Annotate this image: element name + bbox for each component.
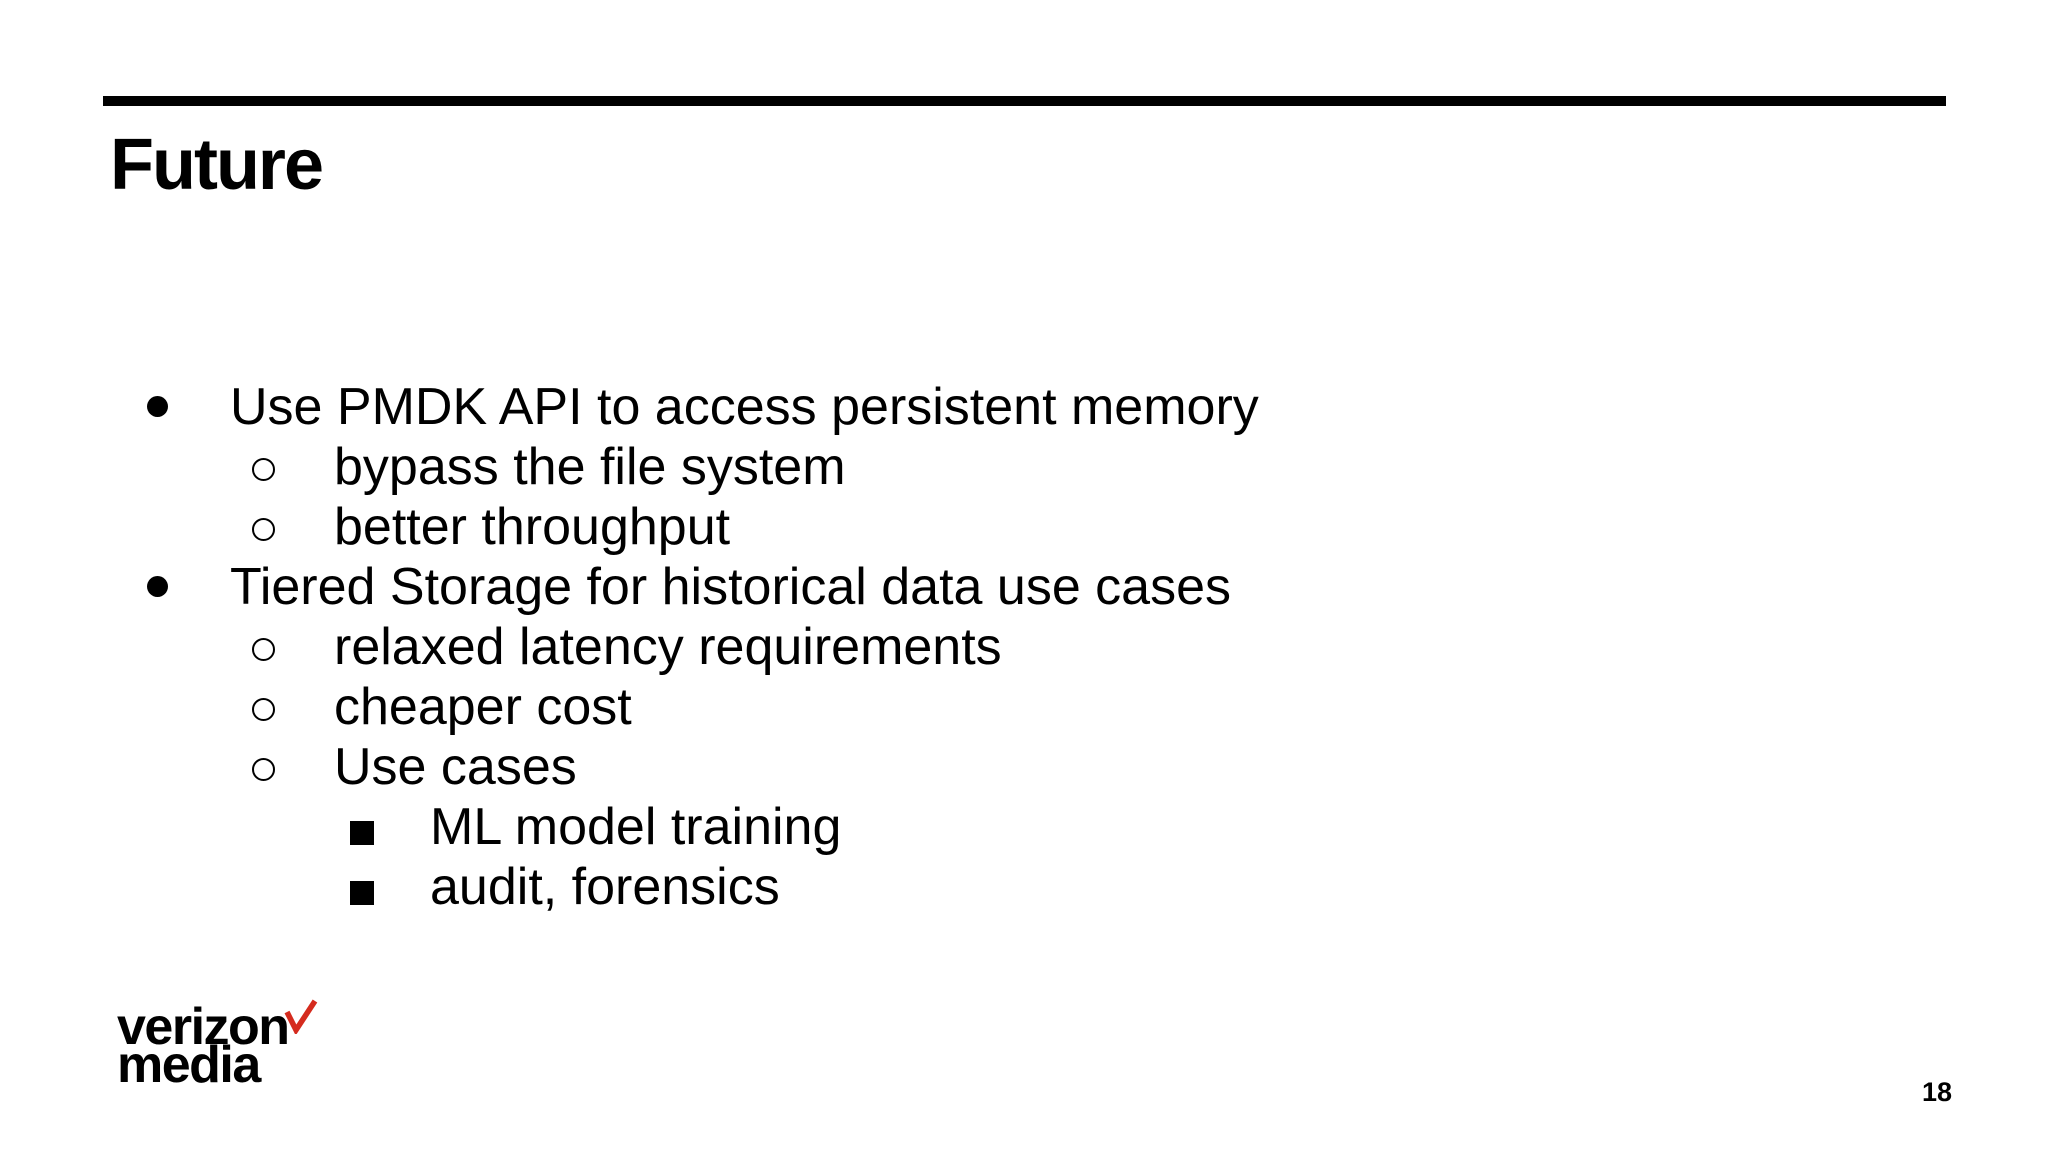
bullet-disc-icon	[147, 576, 168, 597]
list-item: bypass the file system	[0, 437, 2048, 497]
verizon-media-logo: verizon media	[117, 998, 290, 1094]
slide-title: Future	[110, 125, 324, 205]
list-item-text: cheaper cost	[334, 678, 632, 736]
list-item: Use cases	[0, 737, 2048, 797]
bullet-circle-icon	[252, 698, 275, 721]
verizon-check-path	[284, 999, 318, 1034]
bullet-circle-icon	[252, 758, 275, 781]
list-item: relaxed latency requirements	[0, 617, 2048, 677]
list-item-text: bypass the file system	[334, 438, 846, 496]
bullet-circle-icon	[252, 638, 275, 661]
list-item: cheaper cost	[0, 677, 2048, 737]
bullet-list: Use PMDK API to access persistent memory…	[0, 377, 2048, 917]
list-item: Use PMDK API to access persistent memory	[0, 377, 2048, 437]
logo-line-media: media	[117, 1036, 261, 1094]
list-item: better throughput	[0, 497, 2048, 557]
bullet-circle-icon	[252, 518, 275, 541]
list-item-text: audit, forensics	[430, 858, 780, 916]
bullet-square-icon	[350, 821, 374, 845]
list-item-text: Use PMDK API to access persistent memory	[230, 378, 1259, 436]
list-item-text: Use cases	[334, 738, 577, 796]
page-number: 18	[1922, 1077, 1953, 1107]
title-rule	[103, 96, 1946, 106]
list-item-text: relaxed latency requirements	[334, 618, 1002, 676]
bullet-circle-icon	[252, 458, 275, 481]
list-item-text: Tiered Storage for historical data use c…	[230, 558, 1232, 616]
bullet-disc-icon	[147, 396, 168, 417]
verizon-check-icon	[284, 999, 318, 1034]
list-item-text: ML model training	[430, 798, 842, 856]
list-item: ML model training	[0, 797, 2048, 857]
list-item: Tiered Storage for historical data use c…	[0, 557, 2048, 617]
list-item: audit, forensics	[0, 857, 2048, 917]
logo-line-verizon: verizon	[117, 998, 290, 1056]
list-item-text: better throughput	[334, 498, 731, 556]
bullet-square-icon	[350, 881, 374, 905]
